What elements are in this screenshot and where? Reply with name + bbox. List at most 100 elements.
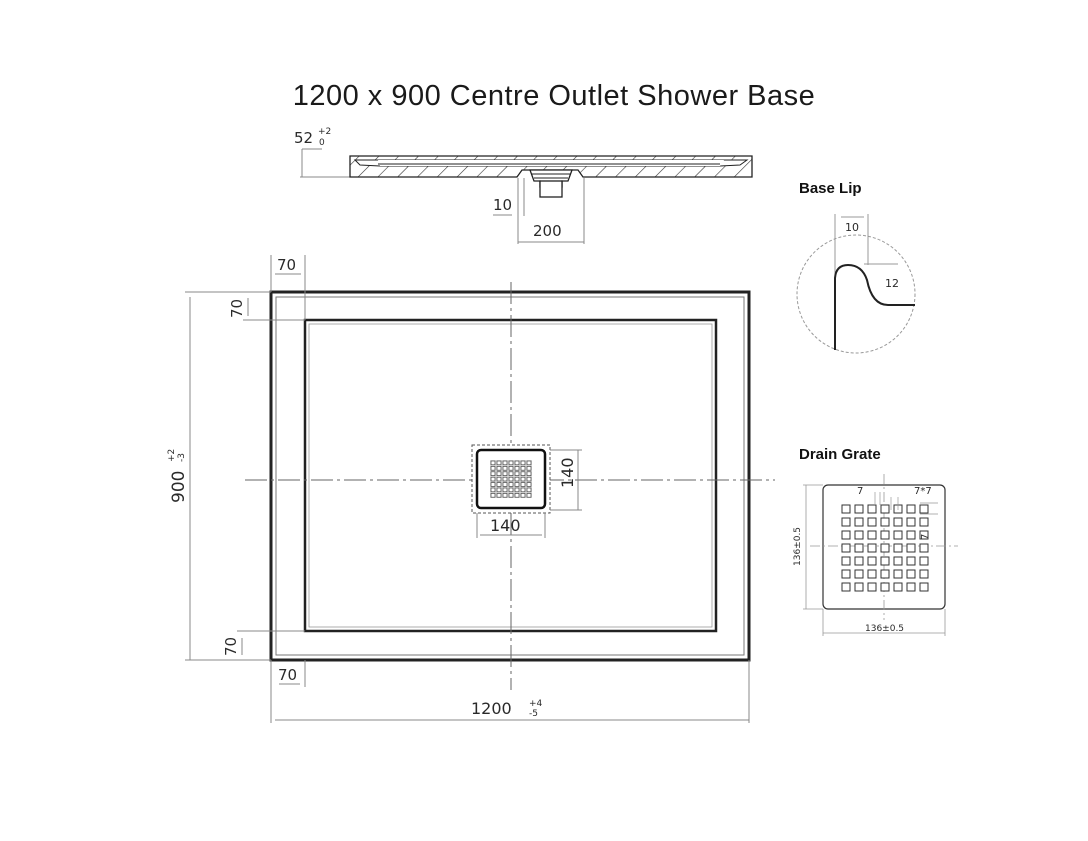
drain-hole (508, 482, 514, 487)
grate-hole (867, 569, 877, 579)
grate-hole (919, 517, 929, 527)
outlet-offset-label: 10 (493, 196, 512, 214)
drain-hole (496, 487, 502, 493)
grate-height-label: 136±0.5 (793, 527, 803, 566)
drain-hole (502, 487, 508, 493)
grate-hole (854, 517, 864, 527)
width-label: 1200 (471, 699, 512, 718)
base-lip-detail: Base Lip 10 12 (796, 180, 916, 354)
grate-hole (854, 569, 864, 579)
grate-hole (880, 504, 890, 514)
drain-grate-heading: Drain Grate (799, 446, 881, 463)
drain-hole (490, 466, 496, 471)
grate-hole (919, 569, 929, 579)
drain-hole (526, 487, 532, 493)
grate-hole (854, 556, 864, 566)
drain-hole (508, 460, 514, 466)
drain-hole (496, 460, 502, 466)
drain-hole (490, 487, 496, 493)
grate-hole (906, 582, 916, 592)
height-tol-upper: +2 (318, 127, 331, 137)
drain-hole (508, 466, 514, 471)
drain-width-label: 140 (490, 516, 521, 535)
grate-hole (841, 556, 851, 566)
drain-hole (508, 487, 514, 493)
drain-hole (490, 460, 496, 466)
drain-hole (490, 471, 496, 476)
grate-hole (854, 530, 864, 540)
drain-hole (508, 493, 514, 498)
drain-hole (514, 460, 520, 466)
drain-hole (496, 466, 502, 471)
drain-hole (514, 471, 520, 476)
grate-hole (893, 556, 903, 566)
hole-grid-label: 7*7 (914, 486, 932, 497)
drain-hole (526, 466, 532, 471)
grate-hole (880, 569, 890, 579)
drain-hole (520, 466, 526, 471)
grate-hole (841, 543, 851, 553)
drain-hole (526, 493, 532, 498)
grate-hole (893, 517, 903, 527)
drain-hole (502, 476, 508, 482)
width-tol-lower: -5 (529, 709, 538, 719)
drain-hole (502, 482, 508, 487)
grate-hole (906, 543, 916, 553)
height-label: 52 (294, 129, 313, 147)
drain-hole (496, 471, 502, 476)
drain-hole (520, 460, 526, 466)
grate-hole (880, 543, 890, 553)
pitch-label: 7 (920, 534, 931, 540)
drain-hole (508, 471, 514, 476)
drain-hole (502, 466, 508, 471)
drain-hole (496, 493, 502, 498)
drain-hole (496, 476, 502, 482)
drain-hole (490, 476, 496, 482)
drain-hole (526, 476, 532, 482)
base-lip-heading: Base Lip (799, 180, 862, 197)
section-view: 52 +2 0 10 200 (294, 127, 753, 244)
depth-label: 900 (169, 471, 189, 503)
drain-hole (490, 493, 496, 498)
drain-hole (490, 482, 496, 487)
lip-height-label: 12 (885, 277, 899, 290)
grate-hole (893, 569, 903, 579)
drain-hole (520, 487, 526, 493)
height-tol-lower: 0 (319, 138, 325, 148)
drain-hole (508, 476, 514, 482)
grate-hole (880, 530, 890, 540)
grate-hole (867, 556, 877, 566)
grate-hole (919, 530, 929, 540)
grate-hole (880, 556, 890, 566)
grate-width-label: 136±0.5 (865, 624, 904, 634)
grate-hole (893, 582, 903, 592)
grate-hole (867, 582, 877, 592)
grate-hole (854, 543, 864, 553)
drain-hole (502, 471, 508, 476)
grate-hole (906, 556, 916, 566)
drain-hole (520, 476, 526, 482)
rim-left-top-label: 70 (228, 299, 246, 318)
grate-hole (841, 517, 851, 527)
drain-hole (514, 487, 520, 493)
grate-hole (841, 582, 851, 592)
plan-view: 140 140 70 70 70 70 900 +2 -3 1200 (167, 255, 775, 723)
depth-tol-lower: -3 (177, 453, 187, 462)
grate-hole (906, 569, 916, 579)
outlet-width-label: 200 (533, 222, 562, 240)
grate-hole (906, 504, 916, 514)
drain-hole (526, 482, 532, 487)
drain-hole (514, 466, 520, 471)
grate-hole (867, 543, 877, 553)
grate-hole (867, 504, 877, 514)
grate-hole (854, 582, 864, 592)
drain-hole (514, 476, 520, 482)
grate-hole (906, 530, 916, 540)
grate-hole (867, 517, 877, 527)
rim-top-label: 70 (277, 256, 296, 274)
lip-width-label: 10 (845, 221, 859, 234)
grate-hole (893, 543, 903, 553)
grate-hole (919, 582, 929, 592)
grate-hole (867, 530, 877, 540)
drain-hole (526, 471, 532, 476)
